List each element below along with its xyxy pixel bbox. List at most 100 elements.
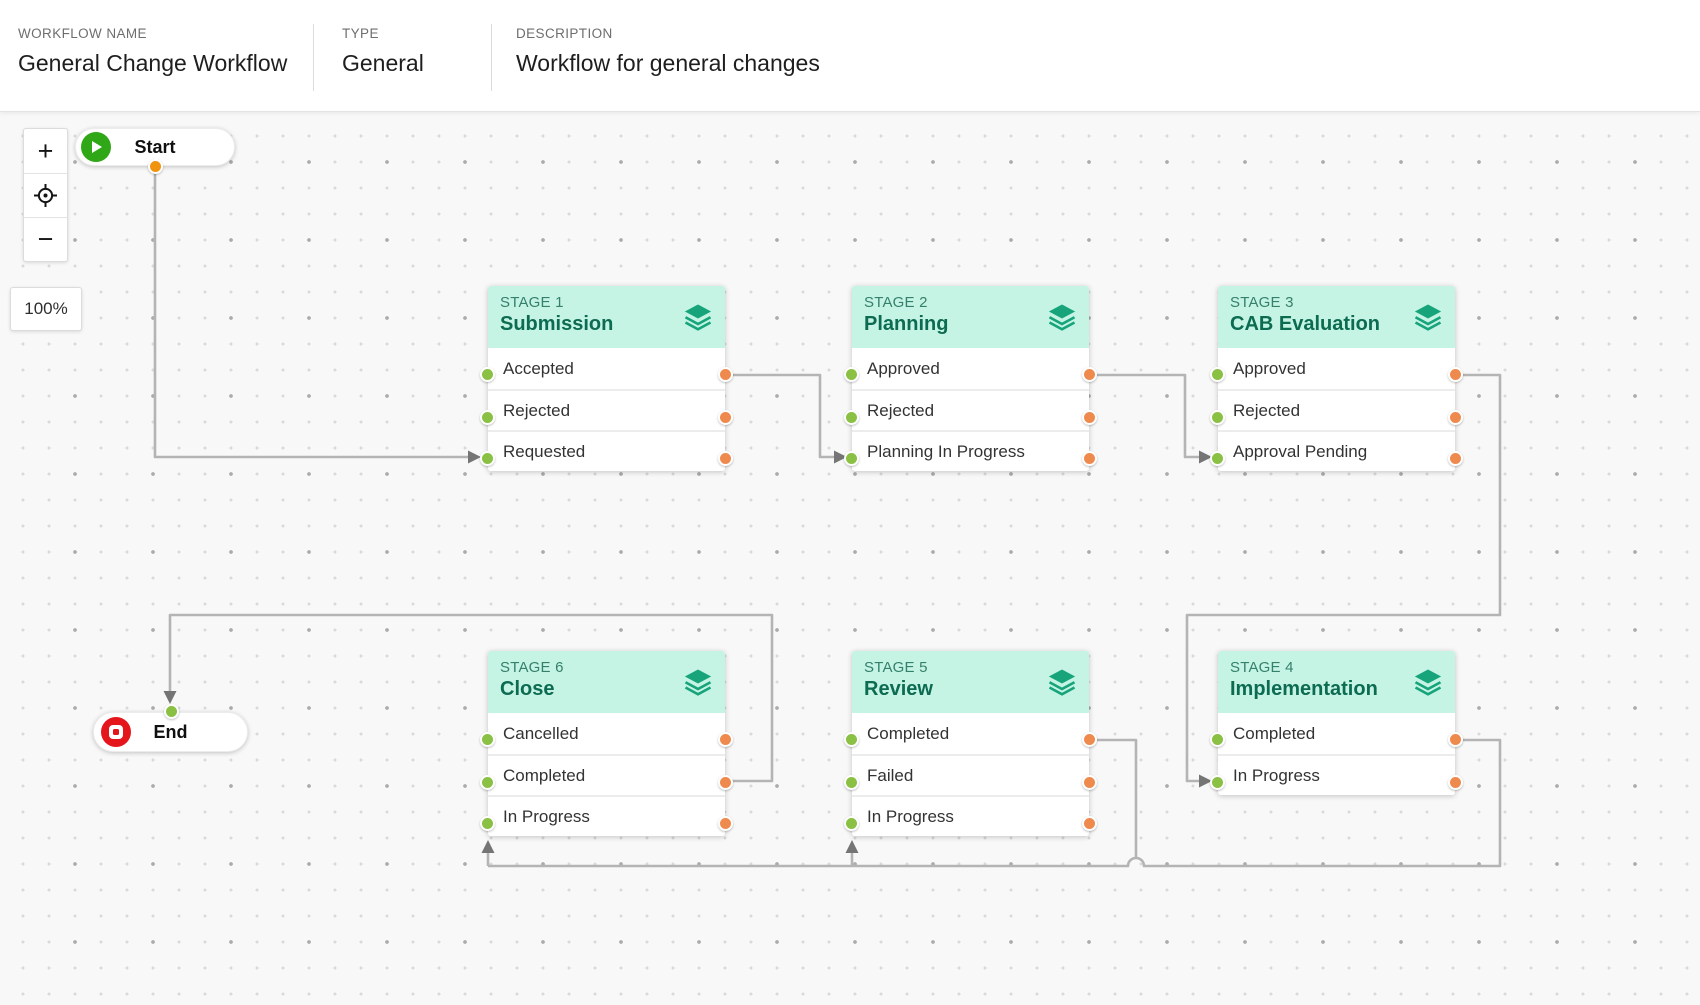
zoom-controls: + − xyxy=(23,128,68,262)
output-port[interactable] xyxy=(1082,775,1097,790)
output-port[interactable] xyxy=(1448,732,1463,747)
output-port[interactable] xyxy=(1082,367,1097,382)
status-row-cancelled[interactable]: Cancelled xyxy=(480,713,733,754)
output-port[interactable] xyxy=(1082,451,1097,466)
stage-title: CAB Evaluation xyxy=(1230,313,1381,335)
output-port[interactable] xyxy=(1082,816,1097,831)
status-row-requested[interactable]: Requested xyxy=(480,430,733,471)
connector-cab-to-implementation xyxy=(1185,373,1502,783)
status-label: Completed xyxy=(1233,723,1316,743)
status-row-completed[interactable]: Completed xyxy=(480,754,733,795)
status-row-approved[interactable]: Approved xyxy=(1210,348,1463,389)
output-port[interactable] xyxy=(718,816,733,831)
output-port[interactable] xyxy=(718,367,733,382)
input-port[interactable] xyxy=(480,816,495,831)
end-input-port[interactable] xyxy=(164,704,179,719)
output-port[interactable] xyxy=(718,451,733,466)
connector-start-to-submission xyxy=(153,166,468,459)
start-output-port[interactable] xyxy=(148,159,163,174)
workflow-description-value: Workflow for general changes xyxy=(516,50,820,76)
workflow-header: WORKFLOW NAME General Change Workflow TY… xyxy=(0,0,1700,112)
status-row-rejected[interactable]: Rejected xyxy=(480,389,733,430)
input-port[interactable] xyxy=(844,732,859,747)
status-row-approved[interactable]: Approved xyxy=(844,348,1097,389)
crosshair-locate-icon xyxy=(34,184,57,207)
header-divider xyxy=(491,24,492,91)
output-port[interactable] xyxy=(1448,775,1463,790)
output-port[interactable] xyxy=(718,775,733,790)
workflow-name-value: General Change Workflow xyxy=(18,50,288,76)
output-port[interactable] xyxy=(1082,410,1097,425)
stage-number-label: STAGE 2 xyxy=(864,294,928,311)
status-row-completed[interactable]: Completed xyxy=(1210,713,1463,754)
status-row-accepted[interactable]: Accepted xyxy=(480,348,733,389)
status-label: Completed xyxy=(867,723,950,743)
layers-icon xyxy=(1414,304,1442,331)
input-port[interactable] xyxy=(480,451,495,466)
status-row-in-progress[interactable]: In Progress xyxy=(844,795,1097,836)
zoom-out-button[interactable]: − xyxy=(24,217,67,261)
input-port[interactable] xyxy=(1210,367,1225,382)
arrowhead-down-icon xyxy=(163,691,177,704)
layers-icon xyxy=(1048,669,1076,696)
input-port[interactable] xyxy=(1210,451,1225,466)
status-label: Completed xyxy=(503,765,586,785)
stage-title: Close xyxy=(500,678,555,700)
output-port[interactable] xyxy=(1082,732,1097,747)
input-port[interactable] xyxy=(844,451,859,466)
output-port[interactable] xyxy=(1448,410,1463,425)
status-row-planning-in-progress[interactable]: Planning In Progress xyxy=(844,430,1097,471)
header-divider xyxy=(313,24,314,91)
arrowhead-right-icon xyxy=(834,450,847,464)
status-label: Approved xyxy=(1233,358,1306,378)
status-row-approval-pending[interactable]: Approval Pending xyxy=(1210,430,1463,471)
input-port[interactable] xyxy=(1210,410,1225,425)
output-port[interactable] xyxy=(1448,367,1463,382)
input-port[interactable] xyxy=(844,816,859,831)
input-port[interactable] xyxy=(1210,775,1225,790)
status-row-rejected[interactable]: Rejected xyxy=(1210,389,1463,430)
input-port[interactable] xyxy=(480,367,495,382)
stage-number-label: STAGE 6 xyxy=(500,659,564,676)
input-port[interactable] xyxy=(844,410,859,425)
layers-icon xyxy=(684,304,712,331)
input-port[interactable] xyxy=(480,410,495,425)
stage-number-label: STAGE 4 xyxy=(1230,659,1294,676)
input-port[interactable] xyxy=(844,775,859,790)
status-row-completed[interactable]: Completed xyxy=(844,713,1097,754)
status-row-rejected[interactable]: Rejected xyxy=(844,389,1097,430)
workflow-type-value: General xyxy=(342,50,424,76)
input-port[interactable] xyxy=(480,732,495,747)
workflow-name-label: WORKFLOW NAME xyxy=(18,26,147,41)
input-port[interactable] xyxy=(480,775,495,790)
status-row-failed[interactable]: Failed xyxy=(844,754,1097,795)
stage-title: Submission xyxy=(500,313,614,335)
output-port[interactable] xyxy=(718,410,733,425)
end-node[interactable]: End xyxy=(93,704,248,752)
status-label: Accepted xyxy=(503,358,574,378)
arrowhead-up-icon xyxy=(481,840,495,853)
input-port[interactable] xyxy=(844,367,859,382)
status-row-in-progress[interactable]: In Progress xyxy=(480,795,733,836)
output-port[interactable] xyxy=(1448,451,1463,466)
input-port[interactable] xyxy=(1210,732,1225,747)
arrowhead-right-icon xyxy=(1199,774,1212,788)
start-node[interactable]: Start xyxy=(75,128,235,174)
zoom-in-button[interactable]: + xyxy=(37,135,54,166)
status-row-in-progress[interactable]: In Progress xyxy=(1210,754,1463,795)
status-label: In Progress xyxy=(867,806,954,826)
center-view-button[interactable] xyxy=(24,173,67,217)
stage-number-label: STAGE 1 xyxy=(500,294,564,311)
workflow-description-label: DESCRIPTION xyxy=(516,26,613,41)
output-port[interactable] xyxy=(718,732,733,747)
